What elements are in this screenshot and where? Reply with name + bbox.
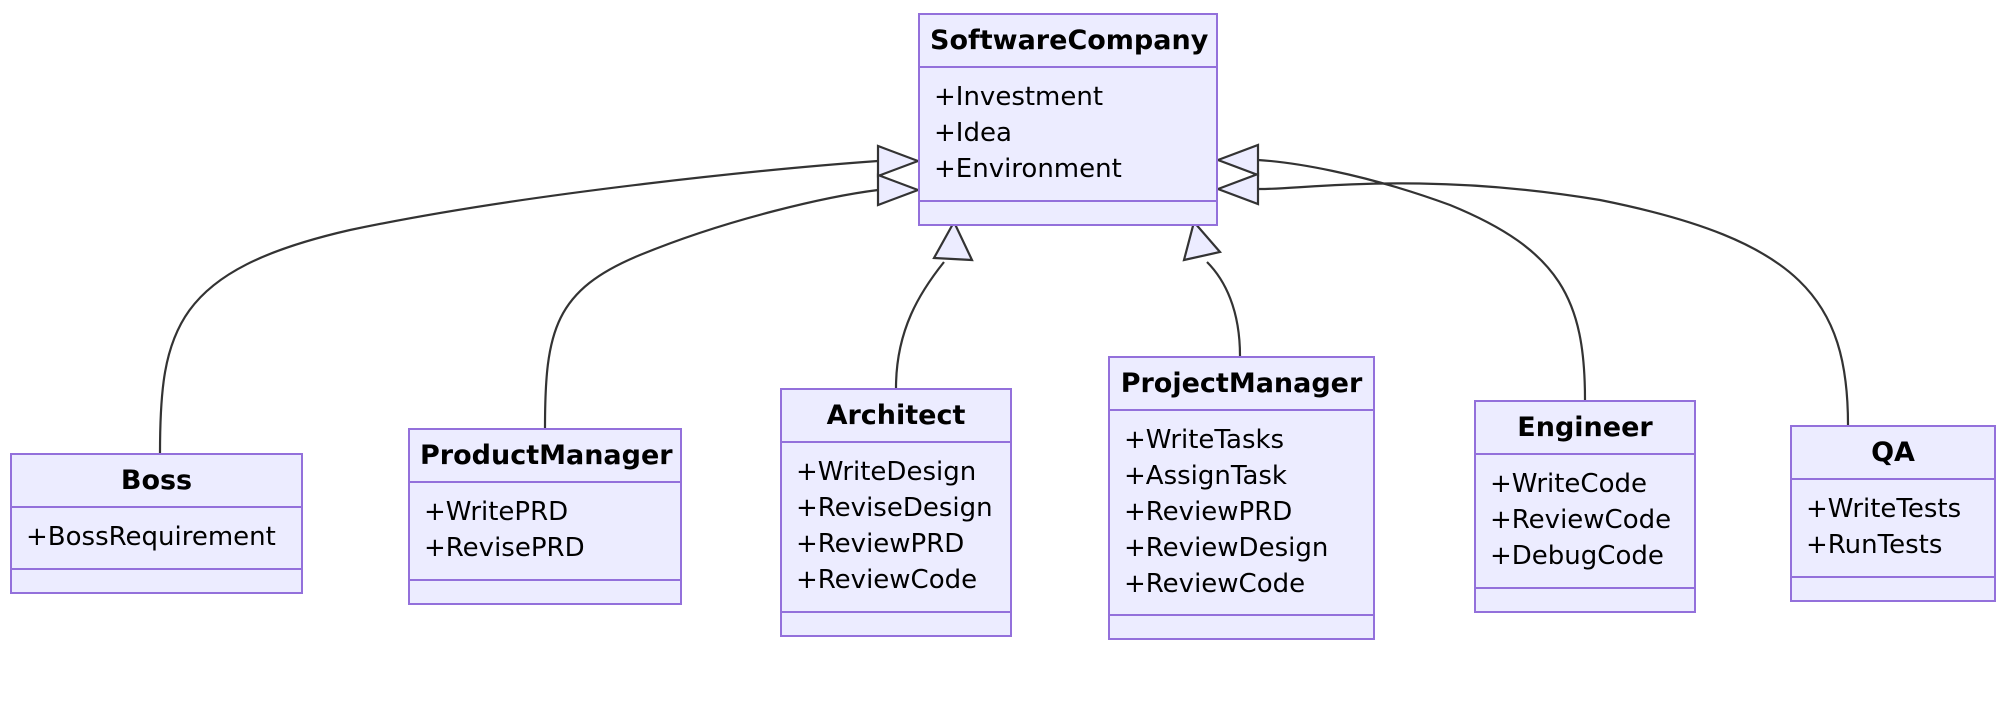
class-methods-architect (782, 613, 1010, 635)
class-title-project-manager: ProjectManager (1110, 358, 1373, 411)
class-attributes-qa: +WriteTests +RunTests (1792, 480, 1994, 578)
class-node-project-manager[interactable]: ProjectManager +WriteTasks +AssignTask +… (1108, 356, 1375, 641)
class-attributes-boss: +BossRequirement (12, 508, 301, 570)
class-attribute: +AssignTask (1124, 460, 1287, 491)
arrowhead-qa (1214, 172, 1260, 206)
arrowhead-projectmanager (1182, 219, 1223, 262)
class-title-architect: Architect (782, 390, 1010, 443)
arrowhead-productmanager (876, 173, 922, 207)
class-attribute: +RevisePRD (424, 532, 585, 563)
class-attribute: +Investment (934, 82, 1104, 112)
class-title-engineer: Engineer (1476, 402, 1694, 455)
class-node-qa[interactable]: QA +WriteTests +RunTests (1790, 425, 1996, 602)
class-attribute: +Environment (934, 153, 1122, 184)
arrowhead-architect (932, 219, 974, 262)
class-methods-project-manager (1110, 616, 1373, 638)
class-node-engineer[interactable]: Engineer +WriteCode +ReviewCode +DebugCo… (1474, 400, 1696, 613)
edge-boss-to-softwarecompany (158, 159, 879, 454)
class-title-software-company: SoftwareCompany (920, 15, 1216, 68)
class-attributes-engineer: +WriteCode +ReviewCode +DebugCode (1476, 455, 1694, 589)
class-methods-software-company (920, 202, 1216, 224)
class-node-product-manager[interactable]: ProductManager +WritePRD +RevisePRD (408, 428, 682, 605)
class-title-product-manager: ProductManager (410, 430, 680, 483)
class-attribute: +WriteTests (1806, 494, 1962, 524)
class-node-architect[interactable]: Architect +WriteDesign +ReviseDesign +Re… (780, 388, 1012, 637)
arrowhead-engineer (1214, 143, 1260, 177)
class-attribute: +WriteDesign (796, 457, 977, 487)
class-attributes-product-manager: +WritePRD +RevisePRD (410, 483, 680, 581)
class-attribute: +ReviewDesign (1124, 532, 1329, 563)
class-attribute: +ReviewPRD (1124, 496, 1293, 527)
class-attribute: +Idea (934, 117, 1012, 148)
class-attribute: +BossRequirement (26, 522, 276, 552)
class-attribute: +RunTests (1806, 529, 1943, 560)
edge-projectmanager-to-softwarecompany (1206, 261, 1242, 357)
class-node-boss[interactable]: Boss +BossRequirement (10, 453, 303, 594)
class-attributes-software-company: +Investment +Idea +Environment (920, 68, 1216, 202)
class-attribute: +ReviewCode (1124, 568, 1306, 599)
class-attribute: +ReviseDesign (796, 492, 993, 523)
class-attributes-project-manager: +WriteTasks +AssignTask +ReviewPRD +Revi… (1110, 411, 1373, 617)
class-attribute: +DebugCode (1490, 540, 1664, 571)
class-methods-qa (1792, 578, 1994, 600)
class-title-qa: QA (1792, 427, 1994, 480)
class-attributes-architect: +WriteDesign +ReviseDesign +ReviewPRD +R… (782, 443, 1010, 613)
class-title-boss: Boss (12, 455, 301, 508)
class-attribute: +WriteCode (1490, 469, 1647, 499)
class-node-software-company[interactable]: SoftwareCompany +Investment +Idea +Envir… (918, 13, 1218, 226)
arrowhead-boss (876, 144, 922, 178)
class-attribute: +WriteTasks (1124, 425, 1285, 455)
class-methods-product-manager (410, 581, 680, 603)
class-methods-engineer (1476, 589, 1694, 611)
class-attribute: +ReviewCode (796, 564, 978, 595)
class-attribute: +ReviewPRD (796, 528, 965, 559)
class-methods-boss (12, 570, 301, 592)
edge-architect-to-softwarecompany (894, 261, 945, 389)
class-attribute: +ReviewCode (1490, 504, 1672, 535)
class-attribute: +WritePRD (424, 497, 569, 527)
